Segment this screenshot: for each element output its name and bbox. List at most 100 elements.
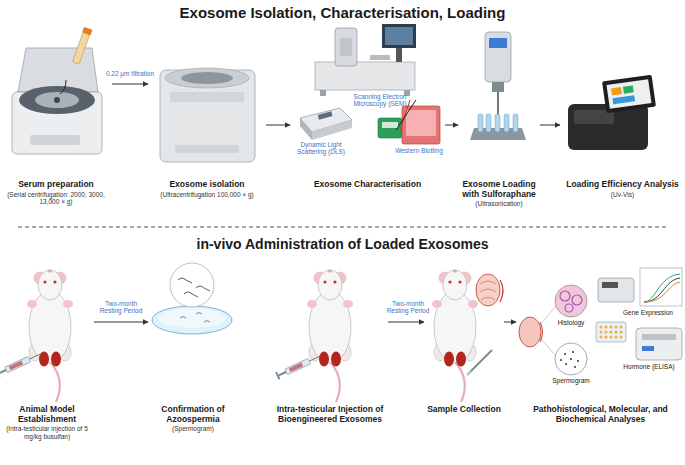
flow-arrow	[504, 322, 516, 323]
step-node: Exosome Characterisation	[290, 28, 445, 208]
art-circle	[610, 336, 613, 339]
amplification-plot	[640, 268, 682, 306]
art-rect	[320, 90, 326, 96]
edge-label: 0.22 μm filtration	[103, 70, 157, 77]
art-rect	[382, 24, 416, 48]
dls-device	[300, 108, 352, 140]
step-detail: (Ultrasonication)	[475, 200, 522, 207]
art-path	[540, 322, 543, 342]
step-node: Serum preparation(Serial centrifugation:…	[0, 28, 112, 208]
step-detail: (Ultracentrifugation 100,000 × g)	[160, 191, 253, 198]
art-use	[307, 270, 353, 403]
dashed-divider	[18, 227, 667, 228]
art-rect	[611, 87, 622, 95]
art-g	[600, 326, 623, 339]
art-circle	[572, 295, 582, 305]
art-rect	[598, 278, 634, 302]
histology-circle	[555, 285, 587, 317]
art-use	[432, 270, 478, 403]
art-rect	[170, 92, 244, 102]
art-rect	[642, 334, 676, 340]
art-circle	[620, 331, 623, 334]
art-circle	[605, 326, 608, 329]
busulfan-syringe	[0, 350, 42, 378]
part-label: Spermogram	[541, 377, 601, 384]
art-line	[540, 306, 556, 325]
art-circle	[565, 304, 573, 312]
flow-arrow	[445, 125, 458, 126]
art-circle	[577, 360, 579, 362]
step-node: Pathohistological, Molecular, and Bioche…	[516, 262, 685, 454]
art-rect	[607, 79, 652, 109]
art-path	[300, 118, 312, 140]
centrifuge	[12, 27, 102, 154]
step-detail: (Uv-Vis)	[611, 191, 634, 198]
art-rect	[602, 282, 618, 288]
art-path	[644, 278, 680, 302]
art-use	[27, 270, 73, 403]
art-rect	[596, 322, 626, 342]
art-rect	[175, 145, 239, 153]
step-node: Animal Model Establishment(Intra-testicu…	[0, 262, 94, 454]
edge-label: Two-month Resting Period	[381, 300, 435, 315]
part-label: Dynamic Light Scattering (DLS)	[288, 141, 354, 156]
art-rect	[318, 111, 333, 119]
art-rect	[636, 328, 682, 360]
section-heading: in-vivo Administration of Loaded Exosome…	[0, 236, 685, 252]
art-ellipse	[165, 68, 249, 88]
art-circle	[564, 353, 566, 355]
uv-vis-spectrophotometer	[568, 75, 656, 150]
art-circle	[615, 336, 618, 339]
step-title: Exosome Characterisation	[314, 180, 421, 190]
art-circle	[572, 351, 574, 353]
art-rect	[642, 346, 654, 351]
art-circle	[570, 358, 572, 360]
part-label: Hormone (ELISA)	[614, 363, 684, 370]
art-circle	[560, 359, 562, 361]
art-line	[467, 371, 471, 375]
scalpel	[467, 350, 492, 375]
art-circle	[620, 336, 623, 339]
step-detail: (Serial centrifugation: 2000, 3000, 13,0…	[0, 191, 112, 206]
flow-arrow	[94, 322, 148, 323]
art-circle	[605, 336, 608, 339]
art-rect	[602, 75, 656, 114]
art-rect	[492, 82, 504, 92]
testis-drawing	[476, 274, 503, 306]
flow-arrow	[388, 322, 424, 323]
art-circle	[170, 263, 214, 307]
step-title: Confirmation of Azoospermia	[148, 405, 238, 424]
art-path	[60, 80, 66, 94]
art-circle	[560, 291, 570, 301]
step-node: Sample Collection	[424, 262, 504, 454]
step-title: Exosome isolation	[169, 180, 244, 190]
elisa-plate	[596, 322, 626, 342]
art-rect	[623, 85, 634, 93]
art-ellipse	[35, 92, 79, 108]
edge-label: Two-month Resting Period	[94, 300, 148, 315]
art-rect	[370, 55, 390, 60]
art-rect	[640, 268, 682, 306]
step-node: Loading Efficiency Analysis(Uv-Vis)	[560, 28, 685, 208]
rat-treated	[307, 270, 353, 403]
rat-sampled	[432, 270, 478, 403]
part-label: Scanning Electron Microscopy (SEM)	[346, 93, 414, 108]
art-rect	[385, 27, 413, 45]
art-path	[180, 317, 186, 319]
flow-arrow	[266, 125, 290, 126]
art-circle	[565, 363, 567, 365]
art-circle	[54, 97, 60, 103]
art-line	[540, 338, 556, 356]
art-rect	[335, 28, 357, 66]
art-use	[275, 352, 322, 380]
step-node: Confirmation of Azoospermia(Spermogram)	[148, 262, 238, 454]
art-rect	[378, 118, 402, 138]
rat-model	[27, 270, 73, 403]
part-label: Gene Expression	[610, 309, 685, 316]
step-detail: (Intra-testicular injection of 5 mg/kg b…	[0, 425, 94, 440]
art-path	[204, 321, 210, 323]
art-circle	[610, 326, 613, 329]
